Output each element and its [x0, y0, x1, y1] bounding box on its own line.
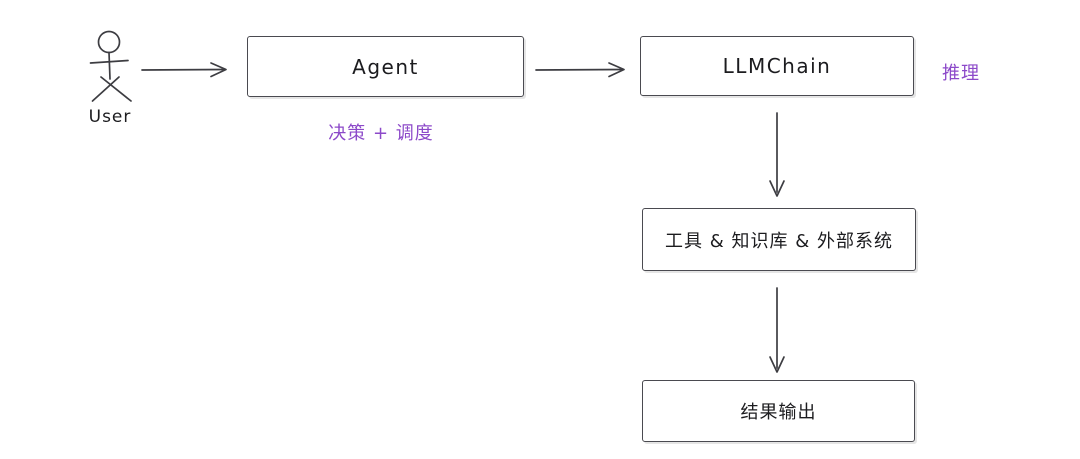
node-output: 结果输出	[642, 380, 915, 442]
node-llmchain: LLMChain	[640, 36, 914, 96]
node-output-label: 结果输出	[740, 402, 817, 423]
arrow-agent-to-llmchain-icon	[535, 62, 625, 78]
node-llmchain-label: LLMChain	[722, 54, 832, 78]
user-label: User	[88, 107, 132, 127]
arrow-tools-to-output-icon	[769, 287, 785, 373]
user-actor-icon	[89, 30, 132, 102]
node-tools-label: 工具 & 知识库 & 外部系统	[665, 230, 893, 252]
arrow-llmchain-to-tools-icon	[769, 112, 785, 197]
arrow-user-to-agent-icon	[141, 62, 227, 78]
annotation-agent-decision-scheduling: 决策 + 调度	[328, 123, 434, 144]
node-tools: 工具 & 知识库 & 外部系统	[642, 208, 916, 271]
node-agent-label: Agent	[352, 54, 419, 79]
annotation-llmchain-reasoning: 推理	[942, 63, 980, 84]
node-agent: Agent	[247, 36, 524, 97]
